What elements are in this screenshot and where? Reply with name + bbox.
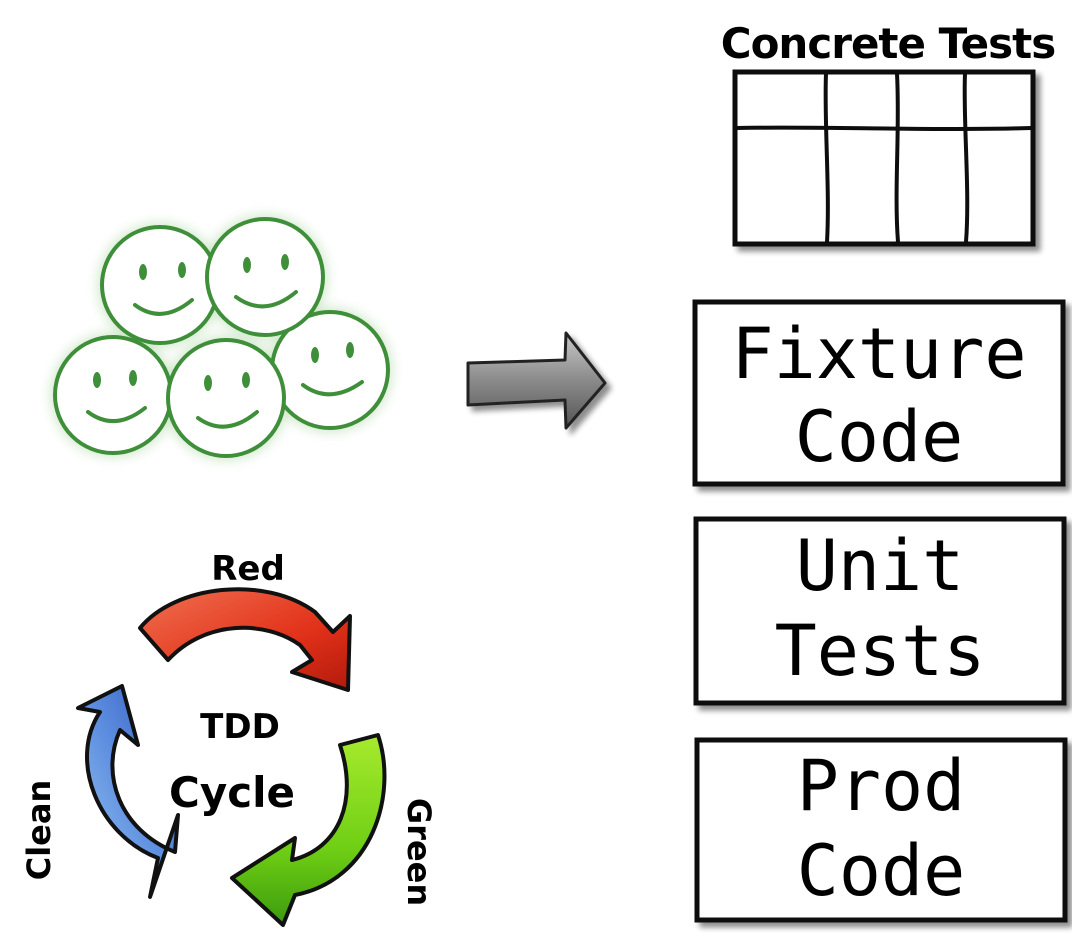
blue-arrow-icon [76,684,180,899]
tdd-label: TDD [200,707,280,747]
green-label: Green [400,798,438,906]
right-arrow-icon [466,331,607,430]
smiley-face-icon [53,335,173,455]
smiley-face-icon [166,338,286,458]
concrete-tests-table [732,69,1036,247]
people-group [51,215,392,460]
unit-tests-line2: Tests [775,610,986,692]
fixture-code-box [692,299,1066,487]
fixture-code-line2: Code [795,396,964,478]
prod-code-box [694,737,1068,923]
unit-tests-line1: Unit [796,525,965,607]
unit-tests-box [693,516,1067,706]
tdd-cycle: Red TDD Cycle Green Clean [20,549,438,927]
test-stack: Concrete Tests Fixture Code Unit Tests P… [692,19,1068,923]
fixture-code-line1: Fixture [731,313,1026,395]
smiley-face-icon [100,225,220,345]
clean-label: Clean [20,780,58,881]
prod-code-line2: Code [797,830,966,912]
cycle-label: Cycle [169,768,295,817]
red-arrow-icon [138,587,352,692]
green-arrow-icon [230,733,387,927]
red-label: Red [211,549,285,589]
smiley-face-icon [205,217,325,337]
concrete-tests-title: Concrete Tests [721,19,1056,68]
prod-code-line1: Prod [797,745,966,827]
